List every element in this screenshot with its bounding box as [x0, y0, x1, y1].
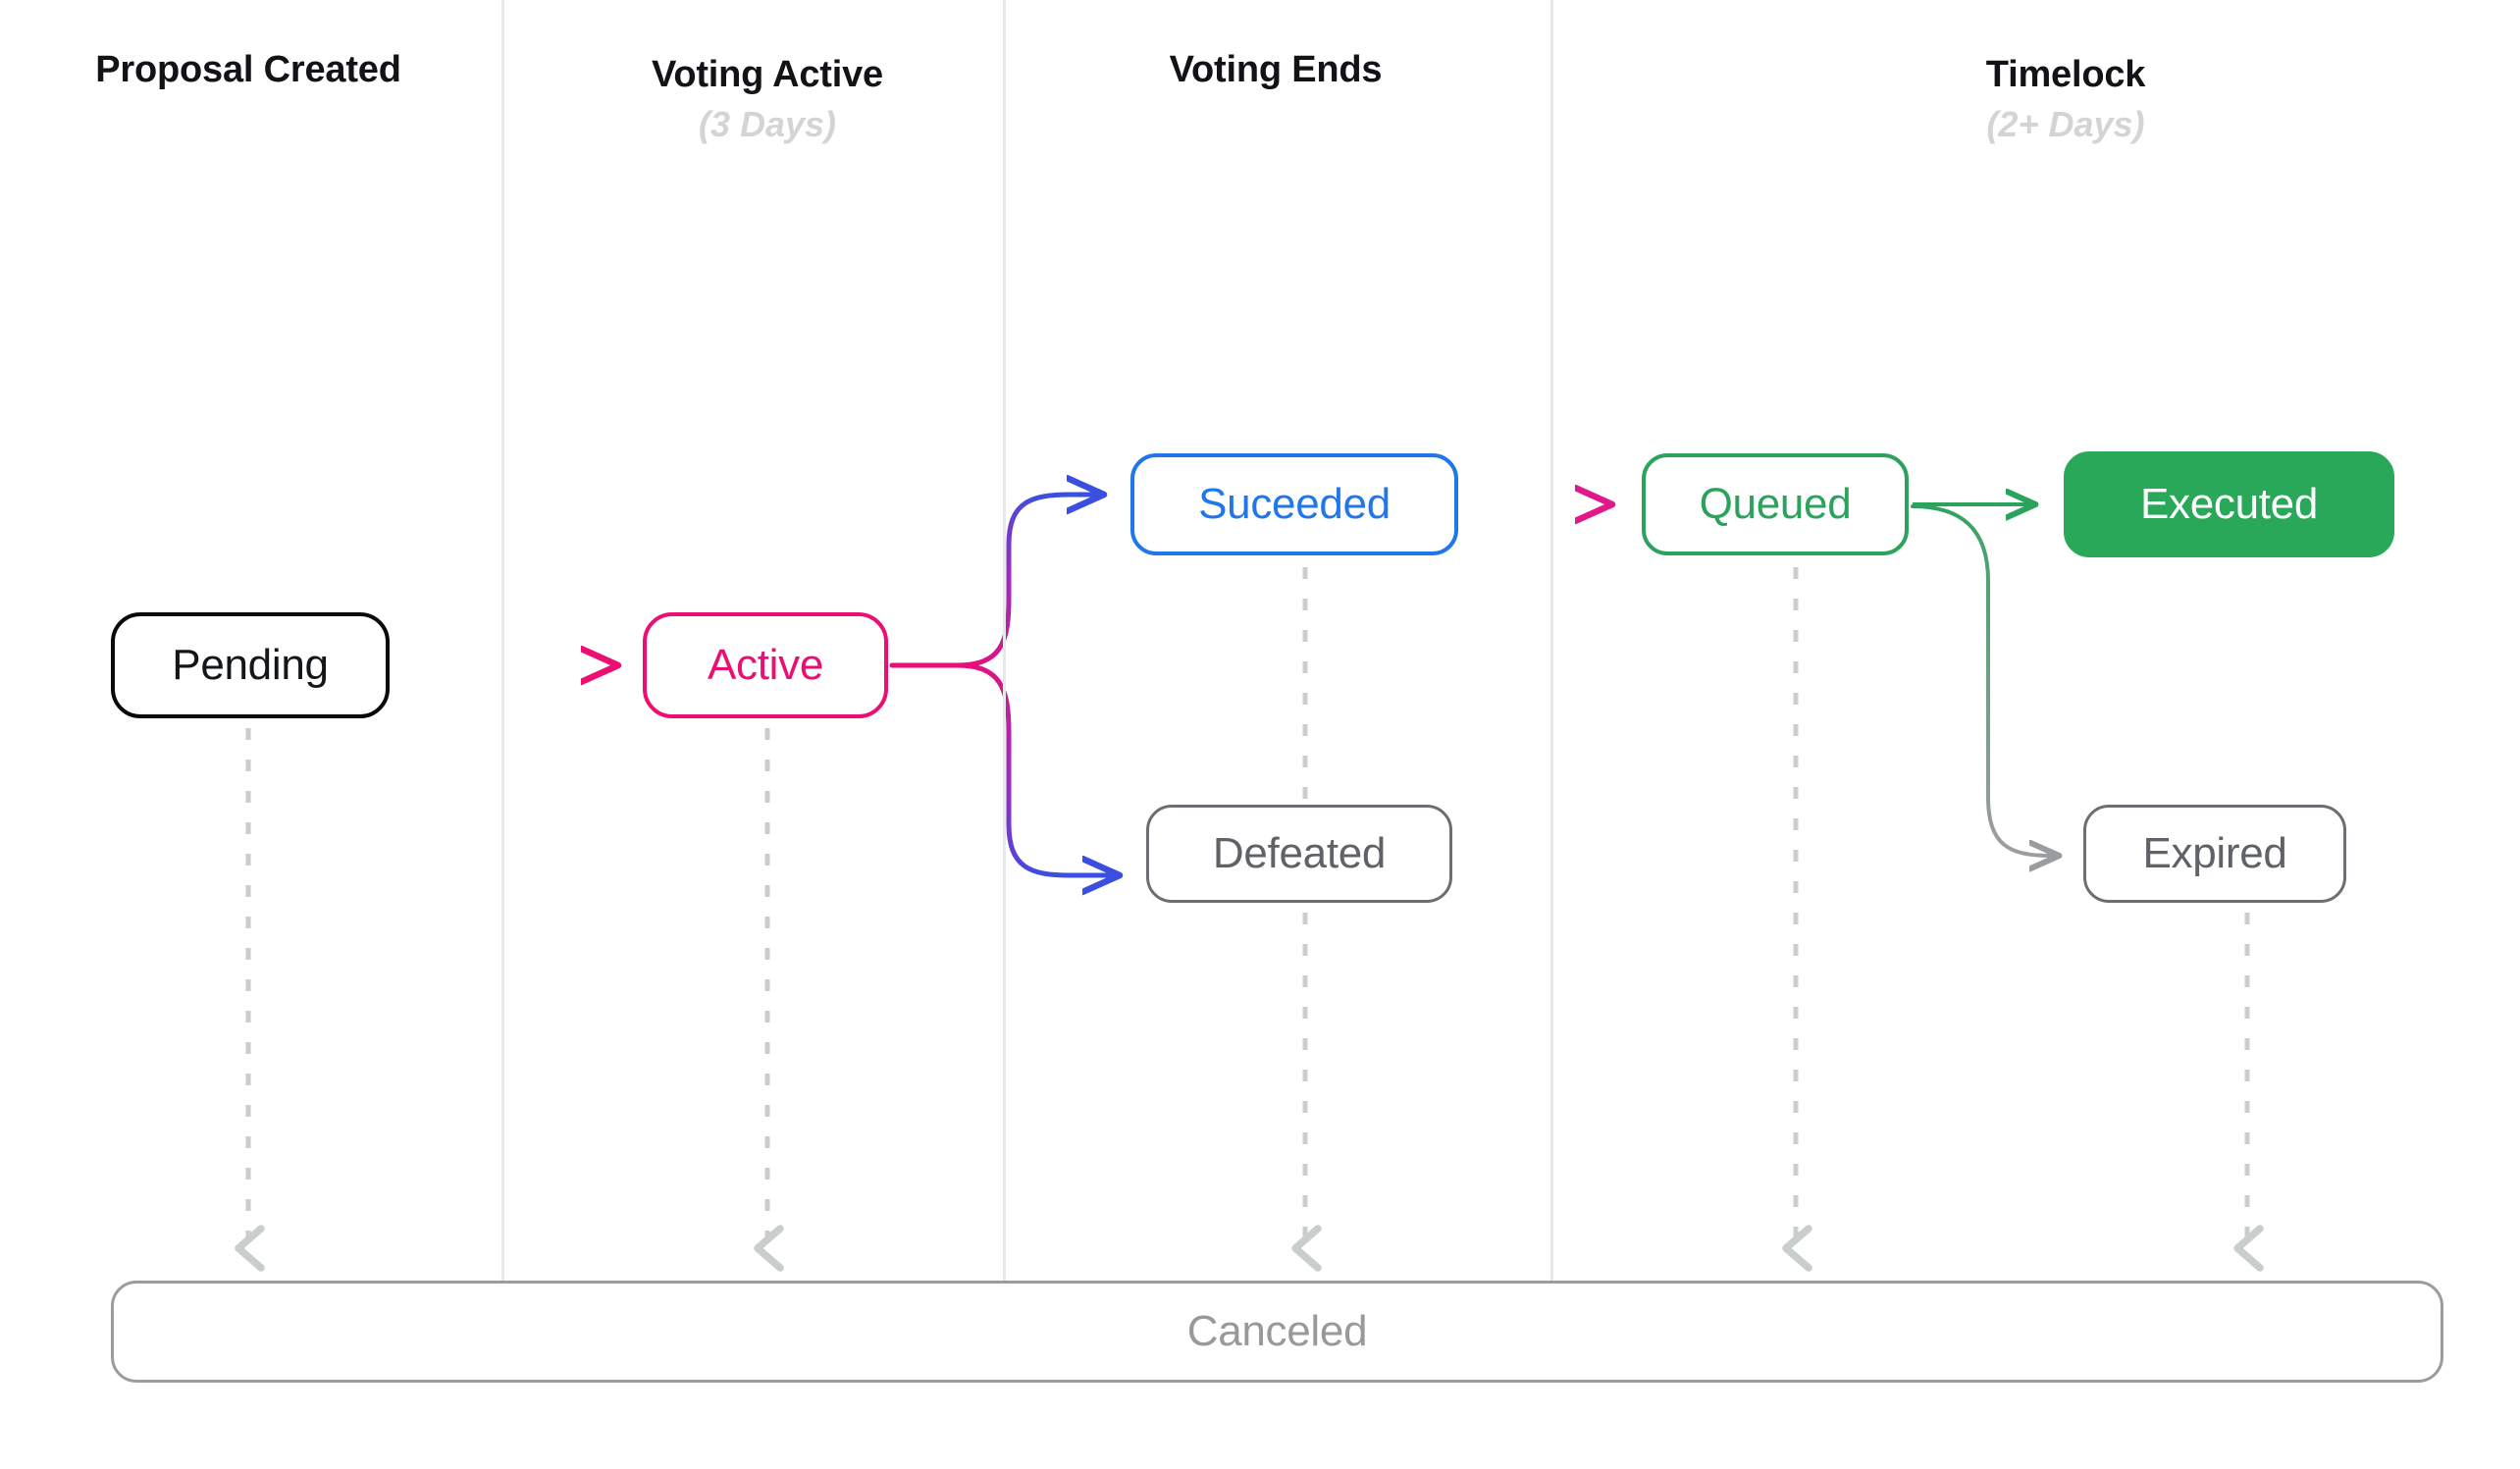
state-node-suceeded[interactable]: Suceeded [1130, 453, 1458, 555]
phase-timelock: Timelock (2+ Days) [1985, 54, 2146, 148]
state-node-executed[interactable]: Executed [2064, 451, 2394, 557]
state-node-expired[interactable]: Expired [2083, 805, 2346, 903]
phase-voting-ends: Voting Ends [1170, 49, 1383, 92]
state-node-queued[interactable]: Queued [1642, 453, 1909, 555]
phase-proposal-created: Proposal Created [95, 49, 401, 92]
timeline-divider-2 [1003, 0, 1006, 1281]
edge-queued-to-expired [1911, 504, 2057, 856]
edge-active-to-defeated [954, 662, 1117, 875]
state-node-active[interactable]: Active [643, 612, 888, 718]
phase-subtitle: (3 Days) [698, 103, 837, 144]
phase-subtitle: (2+ Days) [1986, 103, 2145, 144]
edge-active-to-suceeded [954, 495, 1101, 668]
state-node-pending[interactable]: Pending [111, 612, 390, 718]
phase-title: Timelock [1985, 54, 2146, 95]
timeline-divider-3 [1550, 0, 1553, 1281]
phase-title: Voting Active [652, 54, 883, 95]
phase-title: Voting Ends [1169, 49, 1383, 90]
phase-title: Proposal Created [95, 49, 401, 90]
state-node-defeated[interactable]: Defeated [1146, 805, 1452, 903]
phase-voting-active: Voting Active (3 Days) [652, 54, 883, 148]
timeline-divider-1 [501, 0, 504, 1281]
state-node-canceled[interactable]: Canceled [111, 1281, 2443, 1383]
